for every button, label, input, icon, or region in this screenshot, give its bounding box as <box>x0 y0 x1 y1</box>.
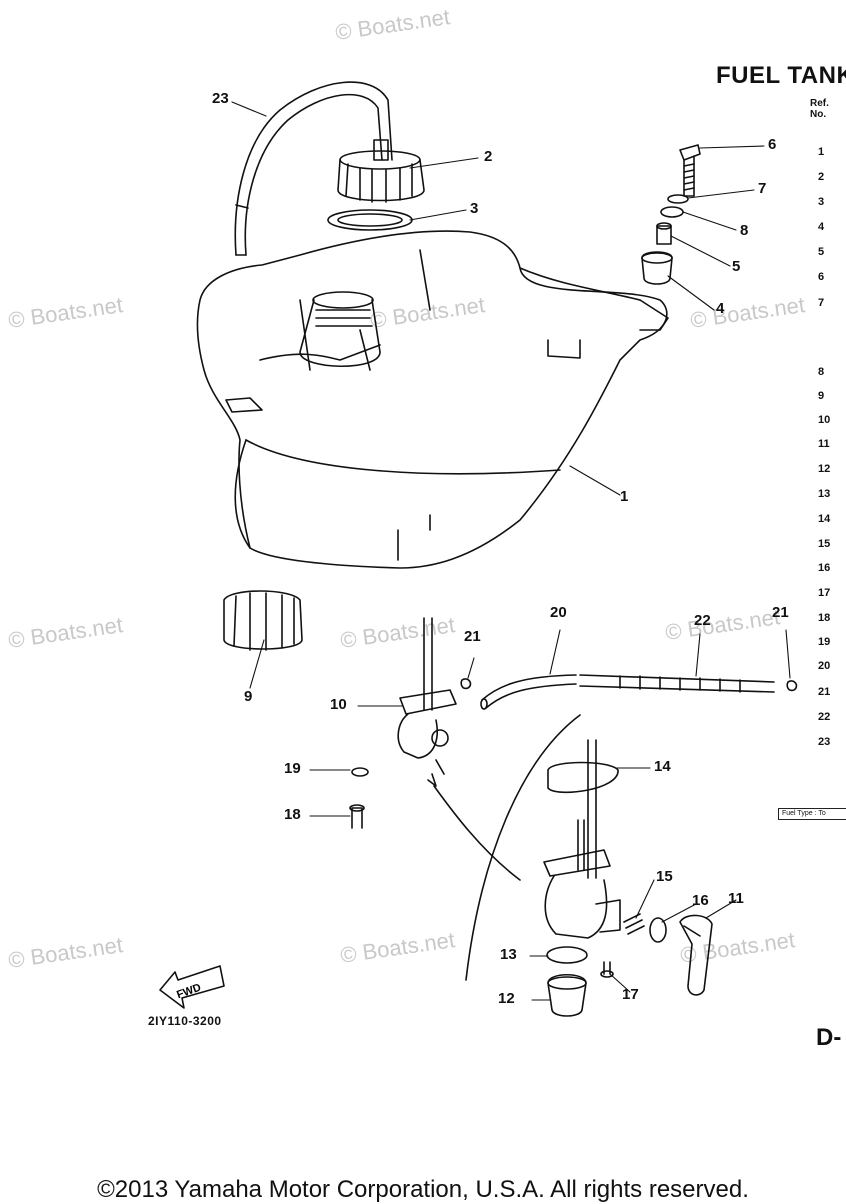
callout-number: 16 <box>692 892 709 909</box>
ref-number: 23 <box>818 736 831 748</box>
inset-arrow <box>433 785 521 881</box>
fuel-hose-part-20 <box>480 674 577 710</box>
callout-number: 1 <box>620 488 629 505</box>
ref-number: 6 <box>818 271 825 283</box>
callout-number: 21 <box>464 628 481 645</box>
bolt-part-6 <box>679 144 701 197</box>
callout-number: 21 <box>772 604 789 621</box>
ref-number: 7 <box>818 297 825 309</box>
ref-number: 11 <box>818 438 830 450</box>
ref-number: 17 <box>818 587 831 599</box>
ref-number: 21 <box>818 686 831 698</box>
washer-part-7 <box>667 194 689 204</box>
callout-number: 23 <box>212 90 229 107</box>
screw-part-17 <box>600 961 614 978</box>
callout-number: 15 <box>656 868 673 885</box>
cap-gasket-part-3 <box>327 209 413 231</box>
vent-hose-part-23 <box>234 81 393 256</box>
ref-number: 9 <box>818 390 825 402</box>
damper-part-4 <box>641 251 673 285</box>
hose-clip-part-21 <box>460 678 472 690</box>
callout-number: 6 <box>768 136 777 153</box>
ref-number: 12 <box>818 463 831 475</box>
page-code: D- <box>816 1024 842 1051</box>
ref-number: 20 <box>818 660 831 672</box>
callout-number: 7 <box>758 180 767 197</box>
washer-part-8 <box>660 206 684 218</box>
callout-number: 11 <box>728 890 744 907</box>
callout-number: 9 <box>244 688 253 705</box>
callout-number: 2 <box>484 148 493 165</box>
diagram-title: FUEL TANK <box>716 62 846 89</box>
fuel-cap-part-2 <box>337 139 425 203</box>
callout-number: 5 <box>732 258 741 275</box>
ref-number: 15 <box>818 538 831 550</box>
o-ring-part-16 <box>649 917 667 943</box>
fuel-cock-part-10 <box>397 617 457 775</box>
screw-part-18 <box>349 804 365 829</box>
callout-number: 3 <box>470 200 479 217</box>
fuel-tank-part-1 <box>196 230 669 569</box>
callout-number: 18 <box>284 806 301 823</box>
copyright-notice: ©2013 Yamaha Motor Corporation, U.S.A. A… <box>97 1176 749 1203</box>
ref-number: 4 <box>818 221 825 233</box>
callout-number: 22 <box>694 612 711 629</box>
ref-number: 1 <box>818 146 825 158</box>
callout-number: 4 <box>716 300 725 317</box>
collar-part-5 <box>656 222 672 245</box>
fwd-label: FWD <box>175 982 203 1002</box>
filter-part-9 <box>223 590 303 651</box>
fuel-cock-detail <box>543 819 621 939</box>
ref-number: 16 <box>818 562 831 574</box>
callout-number: 20 <box>550 604 567 621</box>
callout-number: 8 <box>740 222 749 239</box>
gasket-part-14 <box>547 761 619 794</box>
lever-part-11 <box>679 914 713 996</box>
callout-number: 12 <box>498 990 515 1007</box>
ref-number: 13 <box>818 488 831 500</box>
ref-number: 8 <box>818 366 825 378</box>
spring-part-15 <box>623 913 645 935</box>
callout-number: 10 <box>330 696 347 713</box>
hose-clip-part-21 <box>786 680 798 692</box>
diagram-part-code: 2IY110-3200 <box>148 1014 222 1028</box>
fuel-hose-part-22 <box>579 674 775 693</box>
callout-number: 19 <box>284 760 301 777</box>
forward-arrow-icon <box>159 965 225 1009</box>
washer-part-19 <box>351 767 369 777</box>
ref-header-line2: No. <box>810 109 827 120</box>
ref-number: 2 <box>818 171 825 183</box>
callout-number: 17 <box>622 986 639 1003</box>
callout-number: 13 <box>500 946 517 963</box>
cup-part-12 <box>547 973 587 1017</box>
ref-no-header: Ref. No. <box>810 98 829 120</box>
ref-number: 5 <box>818 246 825 258</box>
ref-header-line1: Ref. <box>810 98 829 109</box>
ref-number: 18 <box>818 612 831 624</box>
ref-number: 3 <box>818 196 825 208</box>
callout-number: 14 <box>654 758 671 775</box>
ref-number: 14 <box>818 513 831 525</box>
o-ring-part-13 <box>546 946 588 964</box>
fuel-type-box: Fuel Type : To <box>778 808 846 820</box>
ref-number: 19 <box>818 636 831 648</box>
ref-number: 10 <box>818 414 831 426</box>
inset-boundary <box>465 714 581 981</box>
ref-number: 22 <box>818 711 831 723</box>
